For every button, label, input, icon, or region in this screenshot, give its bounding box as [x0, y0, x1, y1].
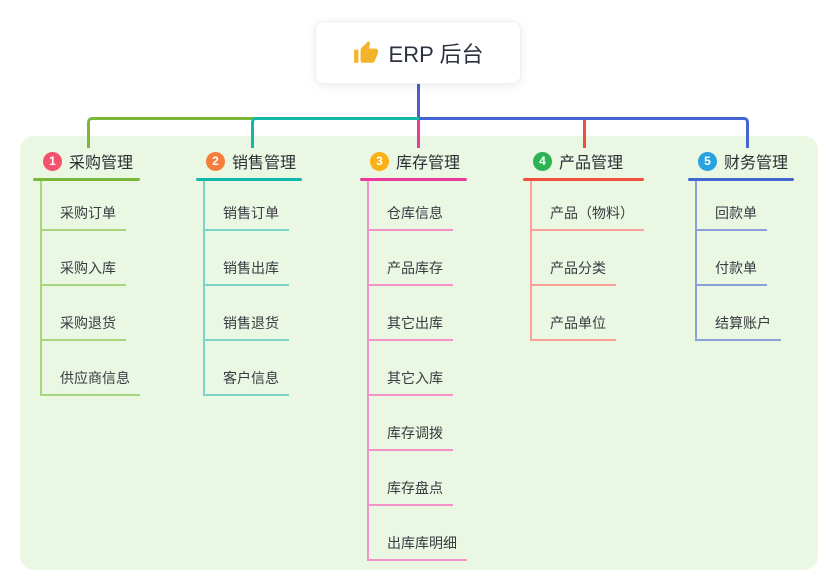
child-node[interactable]: 回款单 — [697, 181, 767, 231]
thumbs-up-icon — [353, 40, 378, 63]
root-node[interactable]: ERP 后台 — [315, 21, 521, 84]
branch-children: 仓库信息产品库存其它出库其它入库库存调拨库存盘点出库库明细 — [367, 181, 467, 561]
branch-underline — [688, 178, 795, 181]
branch-header[interactable]: 2 销售管理 — [196, 149, 302, 173]
branch-number-badge: 4 — [533, 151, 552, 171]
child-node[interactable]: 库存盘点 — [369, 451, 453, 506]
child-node[interactable]: 销售订单 — [205, 181, 289, 231]
child-node[interactable]: 结算账户 — [697, 286, 781, 341]
branch-header[interactable]: 1 采购管理 — [33, 149, 140, 173]
branch-number-badge: 5 — [698, 151, 717, 171]
branch-title: 财务管理 — [724, 155, 789, 172]
branch-header[interactable]: 5 财务管理 — [688, 149, 794, 173]
branch-children: 回款单付款单结算账户 — [695, 181, 781, 341]
connector-branch-2 — [251, 117, 419, 148]
branch-column-2: 2 销售管理 销售订单销售出库销售退货客户信息 — [196, 149, 303, 396]
branch-column-4: 4 产品管理 产品（物料）产品分类产品单位 — [523, 149, 644, 341]
branch-underline — [196, 178, 303, 181]
child-node[interactable]: 仓库信息 — [369, 181, 453, 231]
branch-header[interactable]: 3 库存管理 — [360, 149, 467, 173]
child-node[interactable]: 产品分类 — [532, 231, 616, 286]
branch-header[interactable]: 4 产品管理 — [523, 149, 644, 173]
connector-root-line — [417, 84, 420, 118]
child-node[interactable]: 采购入库 — [42, 231, 126, 286]
branch-column-3: 3 库存管理 仓库信息产品库存其它出库其它入库库存调拨库存盘点出库库明细 — [360, 149, 467, 561]
branch-number-badge: 1 — [43, 151, 62, 171]
child-node[interactable]: 客户信息 — [205, 341, 289, 396]
child-node[interactable]: 产品（物料） — [532, 181, 644, 231]
branch-column-1: 1 采购管理 采购订单采购入库采购退货供应商信息 — [33, 149, 140, 396]
branch-title: 库存管理 — [396, 155, 461, 172]
branch-underline — [523, 178, 644, 181]
child-node[interactable]: 销售出库 — [205, 231, 289, 286]
child-node[interactable]: 其它出库 — [369, 286, 453, 341]
child-node[interactable]: 产品单位 — [532, 286, 616, 341]
branch-number-badge: 3 — [370, 151, 389, 171]
branch-title: 采购管理 — [69, 155, 134, 172]
branch-children: 产品（物料）产品分类产品单位 — [530, 181, 644, 341]
child-node[interactable]: 付款单 — [697, 231, 767, 286]
branch-title: 产品管理 — [559, 155, 624, 172]
branch-underline — [33, 178, 140, 181]
child-node[interactable]: 采购订单 — [42, 181, 126, 231]
child-node[interactable]: 供应商信息 — [42, 341, 140, 396]
branches-panel — [20, 136, 818, 570]
child-node[interactable]: 销售退货 — [205, 286, 289, 341]
branch-children: 采购订单采购入库采购退货供应商信息 — [40, 181, 140, 396]
branch-column-5: 5 财务管理 回款单付款单结算账户 — [688, 149, 795, 341]
child-node[interactable]: 采购退货 — [42, 286, 126, 341]
child-node[interactable]: 其它入库 — [369, 341, 453, 396]
branch-children: 销售订单销售出库销售退货客户信息 — [203, 181, 289, 396]
child-node[interactable]: 出库库明细 — [369, 506, 467, 561]
branch-underline — [360, 178, 467, 181]
branch-number-badge: 2 — [206, 151, 225, 171]
connector-branch-5 — [419, 117, 749, 148]
root-title: ERP 后台 — [388, 41, 484, 67]
connector-branch-4 — [583, 120, 586, 148]
connector-branch-3 — [417, 120, 420, 148]
branch-title: 销售管理 — [232, 155, 297, 172]
child-node[interactable]: 产品库存 — [369, 231, 453, 286]
child-node[interactable]: 库存调拨 — [369, 396, 453, 451]
